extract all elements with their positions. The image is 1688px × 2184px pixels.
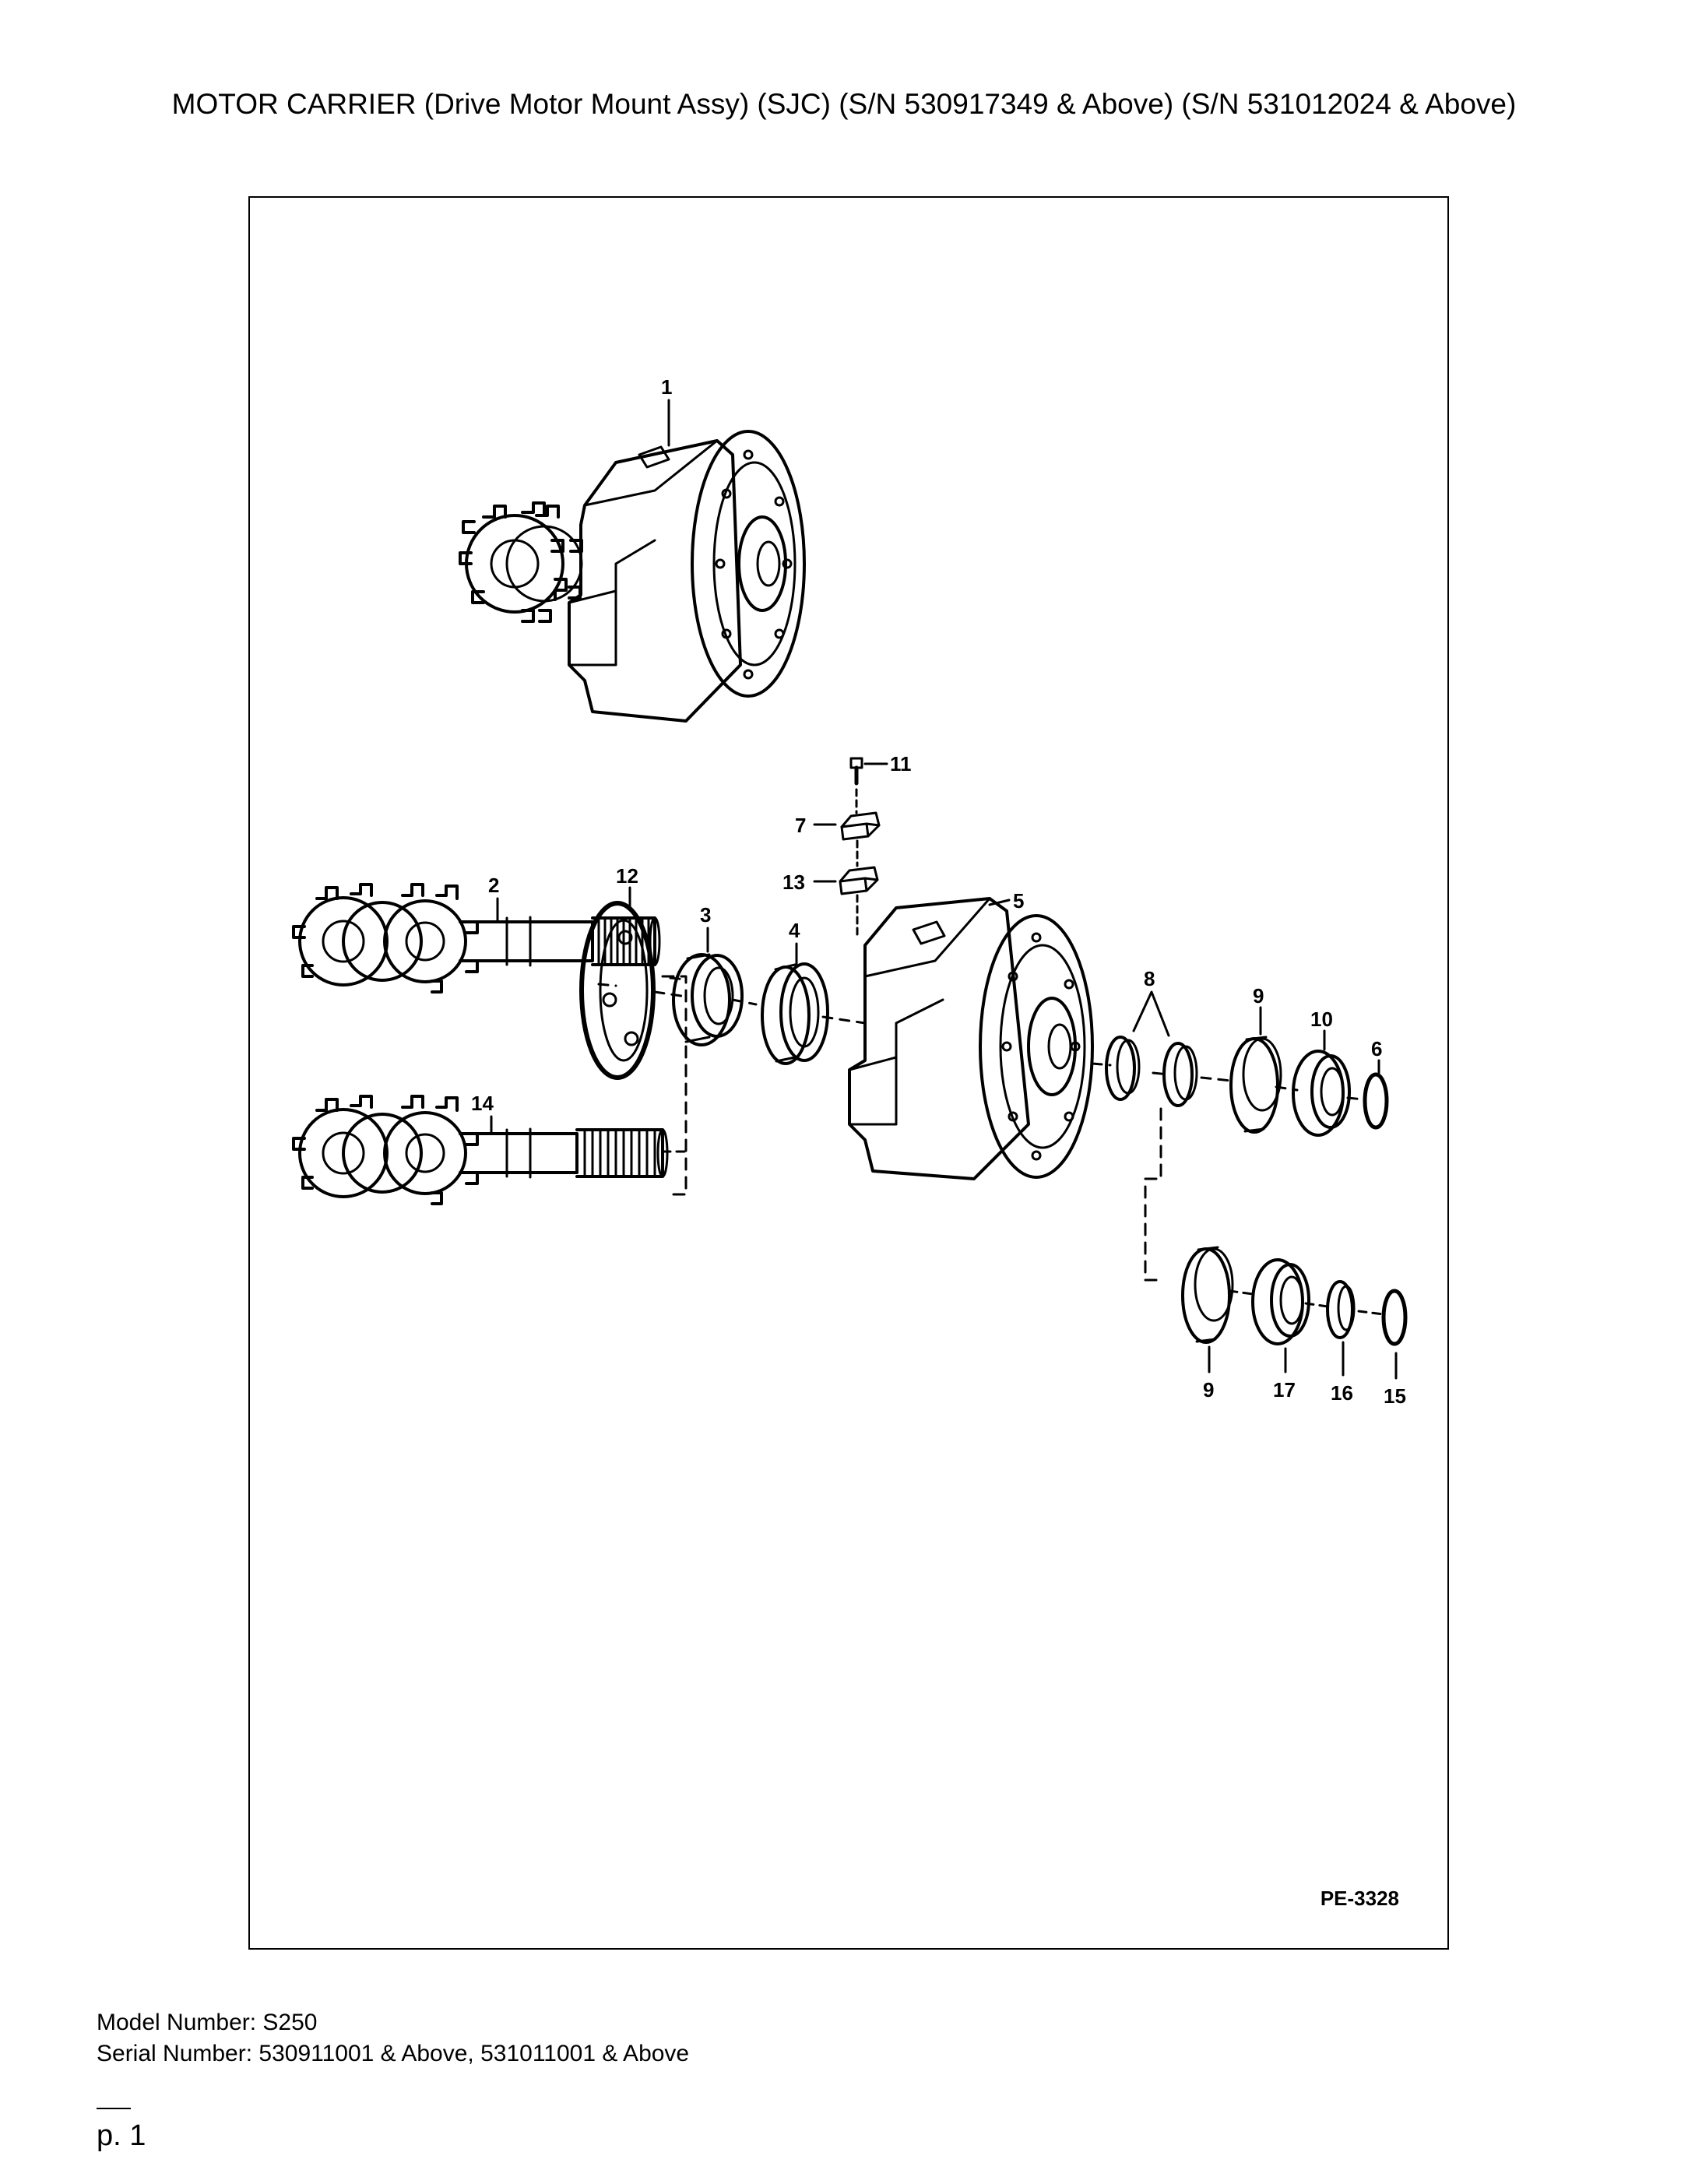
seal-icon [672,953,744,1046]
bearing-cone-icon [1292,1050,1351,1137]
sprocket-shaft-upper [292,883,661,994]
callout-5: 5 [1013,889,1024,913]
callout-6: 6 [1371,1037,1382,1060]
wedge-icon [839,866,879,895]
callout-15: 15 [1384,1384,1406,1408]
callout-9-lower: 9 [1203,1378,1214,1401]
model-number: Model Number: S250 [97,2010,318,2035]
callout-1: 1 [661,375,672,399]
carrier-housing-icon [568,430,806,723]
retaining-plate-icon [579,901,656,1080]
page-number: p. 1 [97,2119,146,2152]
callout-12: 12 [616,864,638,888]
sprocket-icon [459,501,583,623]
page-title: MOTOR CARRIER (Drive Motor Mount Assy) (… [171,88,1517,120]
parts-diagram-frame: 1 2 3 4 5 6 7 8 9 9 10 11 12 13 14 15 16… [248,196,1449,1950]
seal-ring-icon [1105,1036,1198,1107]
wedge-icon [840,811,881,841]
drawing-code: PE-3328 [1320,1887,1399,1910]
callout-7: 7 [795,814,806,837]
callout-4: 4 [789,919,800,942]
seal-ring-icon [1326,1280,1356,1339]
bearing-cup-icon [1181,1246,1234,1344]
callout-11: 11 [890,752,912,775]
callout-2: 2 [488,874,499,897]
callout-17: 17 [1273,1378,1296,1401]
motor-carrier-housing-icon [848,897,1094,1180]
assembled-motor-carrier [459,399,806,723]
exploded-view-drawing: 1 2 3 4 5 6 7 8 9 9 10 11 12 13 14 15 16… [292,375,1408,1408]
bolt-icon [849,757,863,786]
callout-13: 13 [782,870,805,894]
snap-ring-icon [1381,1289,1408,1346]
callout-10: 10 [1310,1008,1333,1031]
callout-9-upper: 9 [1253,984,1264,1008]
snap-ring-icon [1363,1072,1389,1130]
bearing-cup-icon [761,962,829,1065]
callout-14: 14 [471,1092,494,1115]
callout-8: 8 [1144,967,1155,990]
callout-3: 3 [700,903,711,927]
divider [97,2108,131,2109]
callout-16: 16 [1331,1381,1353,1405]
sprocket-shaft-lower [292,1095,669,1205]
serial-number: Serial Number: 530911001 & Above, 531011… [97,2041,690,2066]
bearing-cone-icon [1251,1258,1310,1345]
bearing-cup-icon [1229,1036,1282,1134]
